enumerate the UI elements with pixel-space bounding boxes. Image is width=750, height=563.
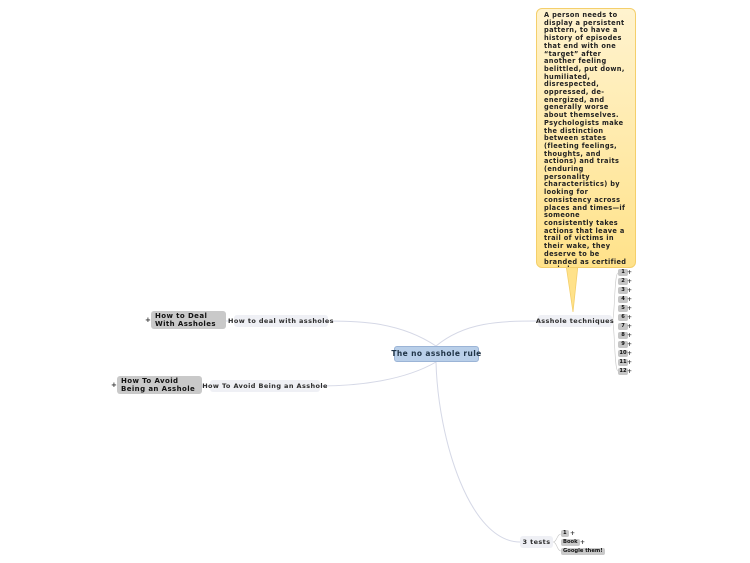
expand-icon[interactable]: + [111, 381, 117, 389]
technique-item-3[interactable]: 3 [618, 287, 628, 294]
expand-icon[interactable]: + [627, 269, 633, 276]
technique-item-7[interactable]: 7 [618, 323, 628, 330]
expand-icon[interactable]: + [627, 323, 633, 330]
branch-how-to-deal-with-assholes[interactable]: How to deal with assholes [228, 315, 334, 327]
expand-icon[interactable]: + [627, 314, 633, 321]
branch-3-tests[interactable]: 3 tests [520, 536, 553, 548]
technique-item-4[interactable]: 4 [618, 296, 628, 303]
test-item-1[interactable]: 1 [561, 529, 569, 537]
expand-icon[interactable]: + [570, 530, 576, 537]
expand-icon[interactable]: + [145, 316, 151, 324]
technique-item-11[interactable]: 11 [618, 358, 628, 366]
technique-item-2[interactable]: 2 [618, 278, 628, 285]
technique-item-1[interactable]: 1 [618, 269, 628, 276]
note-callout [565, 264, 579, 313]
expand-icon[interactable]: + [580, 539, 586, 546]
connector-avoid [319, 361, 437, 387]
test-item-google-them[interactable]: Google them! [561, 547, 605, 555]
test-item-book[interactable]: Book [561, 538, 580, 546]
connector-tests-items [552, 533, 562, 552]
branch-asshole-techniques[interactable]: Asshole techniques [536, 315, 614, 327]
technique-item-5[interactable]: 5 [618, 305, 628, 312]
central-topic[interactable]: The no asshole rule [391, 346, 481, 362]
expand-icon[interactable]: + [627, 332, 633, 339]
subtopic-how-to-deal-with-assholes[interactable]: How to Deal With Assholes [151, 311, 226, 329]
expand-icon[interactable]: + [627, 359, 633, 366]
expand-icon[interactable]: + [627, 368, 633, 375]
connector-techniques [435, 320, 539, 347]
expand-icon[interactable]: + [627, 287, 633, 294]
connector-deal [327, 320, 437, 347]
connector-tests [435, 361, 521, 543]
note-callout-text: A person needs to display a persistent p… [536, 8, 636, 268]
expand-icon[interactable]: + [627, 350, 633, 357]
technique-item-9[interactable]: 9 [618, 341, 628, 348]
expand-icon[interactable]: + [627, 296, 633, 303]
expand-icon[interactable]: + [627, 341, 633, 348]
expand-icon[interactable]: + [627, 278, 633, 285]
technique-item-10[interactable]: 10 [618, 349, 628, 357]
technique-item-12[interactable]: 12 [618, 367, 628, 375]
technique-item-6[interactable]: 6 [618, 314, 628, 321]
connector-techniques-items [611, 272, 619, 372]
branch-how-to-avoid-being-an-asshole[interactable]: How To Avoid Being an Asshole [202, 380, 327, 392]
subtopic-how-to-avoid-being-an-asshole[interactable]: How To Avoid Being an Asshole [117, 376, 202, 394]
expand-icon[interactable]: + [627, 305, 633, 312]
technique-item-8[interactable]: 8 [618, 332, 628, 339]
